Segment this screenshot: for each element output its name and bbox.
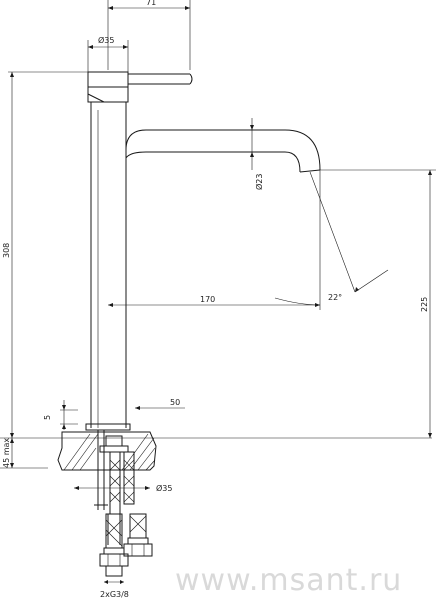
dim-spout-height: 225 [420, 297, 429, 312]
dim-hose-connection: 2xG3/8 [100, 590, 129, 599]
dim-body-diameter: Ø35 [98, 35, 114, 45]
dim-hole-diameter: Ø35 [156, 483, 172, 493]
dim-spout-diameter: Ø23 [254, 174, 264, 190]
dim-top-offset: 5 [43, 415, 52, 420]
faucet-spout [125, 129, 321, 173]
dim-base-diameter: 50 [170, 398, 180, 407]
faucet-body [85, 71, 193, 431]
counter-section [0, 430, 432, 510]
dim-reach: 71 [146, 0, 156, 7]
dimension-labels: 71 Ø35 308 Ø23 170 22° 225 5 50 45 max Ø… [2, 0, 429, 599]
supply-hoses [99, 451, 153, 577]
watermark: www.msant.ru [175, 563, 402, 598]
dim-spout-length: 170 [200, 295, 215, 304]
dim-spout-angle: 22° [328, 293, 342, 302]
dim-counter-thickness: 45 max [2, 438, 11, 468]
dimension-lines [8, 0, 436, 584]
dim-total-height: 308 [2, 243, 11, 258]
